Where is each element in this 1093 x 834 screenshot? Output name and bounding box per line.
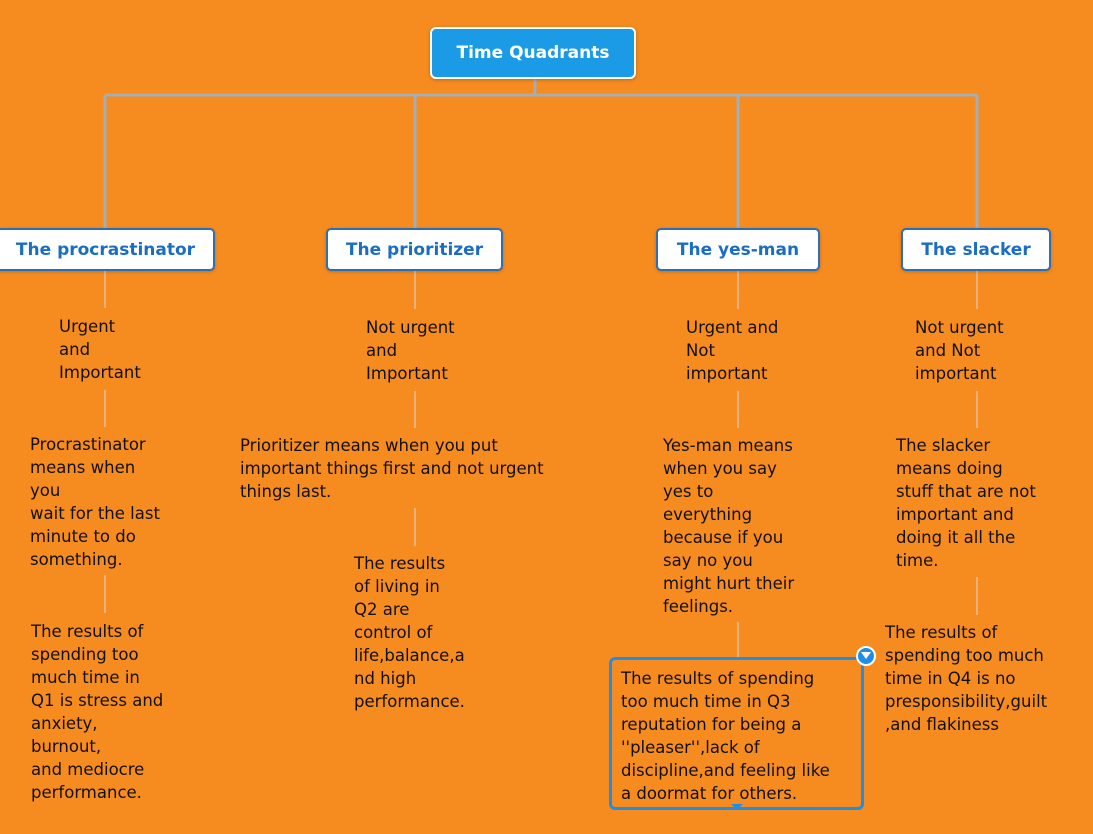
branch-yes-man[interactable]: The yes-man <box>656 228 820 271</box>
branch-label: The slacker <box>921 239 1031 260</box>
collapse-handle[interactable] <box>856 646 876 666</box>
results-topic-yes-man[interactable]: The results of spending too much time in… <box>621 669 830 803</box>
meaning-topic-yes-man[interactable]: Yes-man means when you say yes to everyt… <box>663 436 795 616</box>
branch-procrastinator[interactable]: The procrastinator <box>0 228 215 271</box>
results-topic-prioritizer[interactable]: The results of living in Q2 are control … <box>354 554 465 711</box>
meaning-topic-procrastinator[interactable]: Procrastinator means when you wait for t… <box>30 435 160 569</box>
quadrant-topic-prioritizer[interactable]: Not urgent and Important <box>366 318 455 383</box>
branch-slacker[interactable]: The slacker <box>901 228 1051 271</box>
branch-label: The yes-man <box>676 239 800 260</box>
root-topic[interactable]: Time Quadrants <box>430 27 636 79</box>
meaning-topic-prioritizer[interactable]: Prioritizer means when you put important… <box>240 436 544 501</box>
quadrant-topic-procrastinator[interactable]: Urgent and Important <box>59 317 141 382</box>
results-topic-procrastinator[interactable]: The results of spending too much time in… <box>31 622 164 802</box>
branch-prioritizer[interactable]: The prioritizer <box>326 228 503 271</box>
branch-label: The prioritizer <box>345 239 484 260</box>
root-topic-label: Time Quadrants <box>456 43 610 63</box>
quadrant-topic-yes-man[interactable]: Urgent and Not important <box>686 318 779 383</box>
quadrant-topic-slacker[interactable]: Not urgent and Not important <box>915 318 1004 383</box>
caret-down-icon <box>861 652 871 659</box>
results-topic-slacker[interactable]: The results of spending too much time in… <box>885 623 1048 734</box>
meaning-topic-slacker[interactable]: The slacker means doing stuff that are n… <box>896 436 1036 570</box>
branch-label: The procrastinator <box>15 239 196 260</box>
selection-anchor-icon <box>731 804 743 810</box>
